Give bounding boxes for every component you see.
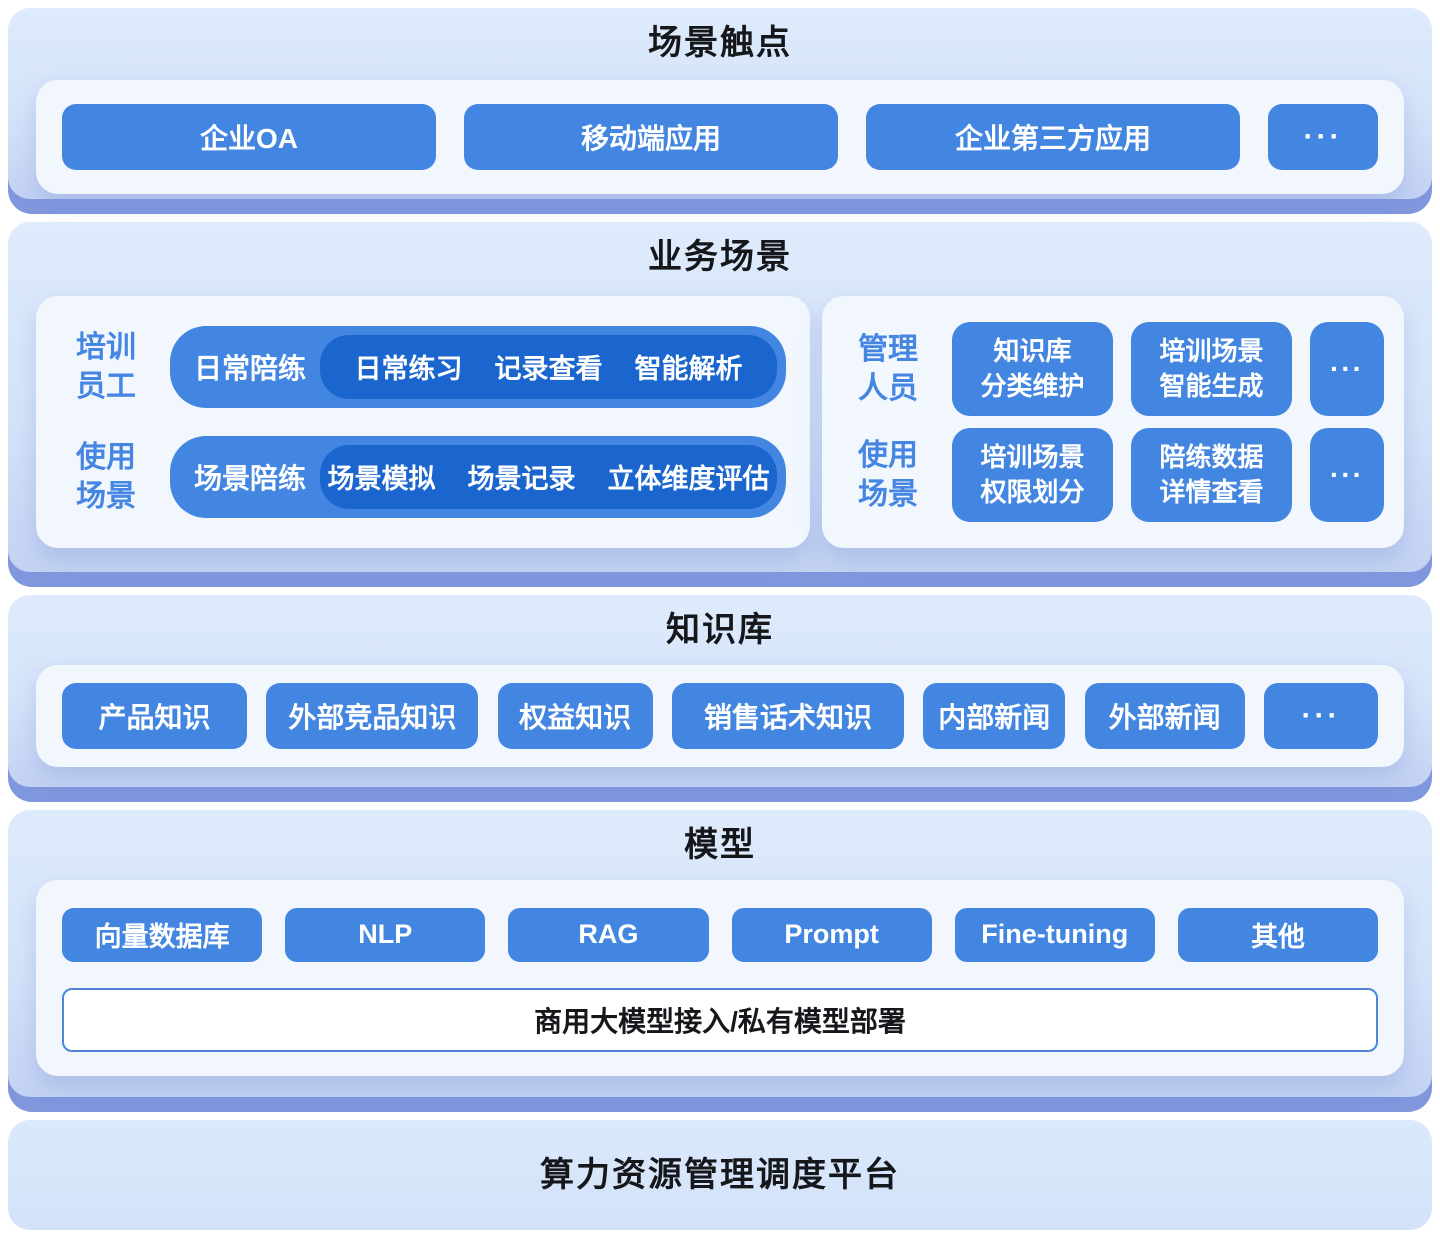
chip-benefits-knowledge: 权益知识 (497, 682, 653, 749)
chip-training-data-detail: 陪练数据 详情查看 (1131, 427, 1292, 522)
manager-scenarios-panel: 管理 人员 知识库 分类维护 培训场景 智能生成 ··· 使用 (822, 295, 1404, 548)
chip-competitor-knowledge: 外部竞品知识 (266, 682, 479, 749)
layer-title: 模型 (684, 826, 756, 864)
chip-sales-script-knowledge: 销售话术知识 (671, 682, 904, 749)
chip-fine-tuning: Fine-tuning (954, 907, 1155, 962)
pill-item: 记录查看 (494, 354, 603, 385)
chip-rag: RAG (508, 907, 709, 962)
chip-enterprise-oa: 企业OA (62, 103, 436, 170)
manager-usage-row: 使用 场景 培训场景 权限划分 陪练数据 详情查看 ··· (842, 427, 1384, 522)
layer-model: 模型 向量数据库 NLP RAG Prompt Fine-tuning 其他 商… (8, 810, 1432, 1112)
pill-item: 日常练习 (354, 354, 463, 385)
chip-scenario-permissions: 培训场景 权限划分 (952, 427, 1113, 522)
chip-vector-database: 向量数据库 (62, 907, 263, 962)
ellipsis-icon: ··· (1310, 427, 1384, 522)
daily-training-pill: 日常陪练 日常练习 记录查看 智能解析 (170, 325, 786, 408)
scenario-training-row: 使用 场景 场景陪练 场景模拟 场景记录 立体维度评估 (60, 435, 786, 518)
chip-nlp: NLP (285, 907, 486, 962)
employee-scenarios-panel: 培训 员工 日常陪练 日常练习 记录查看 智能解析 使用 (36, 295, 810, 548)
scenario-training-items: 场景模拟 场景记录 立体维度评估 (320, 444, 777, 509)
chip-knowledge-maintenance: 知识库 分类维护 (952, 321, 1113, 416)
layer-title: 知识库 (666, 611, 774, 649)
chip-third-party-app: 企业第三方应用 (866, 103, 1240, 170)
layer-scene-touchpoints: 场景触点 企业OA 移动端应用 企业第三方应用 ··· (8, 8, 1432, 214)
daily-training-items: 日常练习 记录查看 智能解析 (320, 334, 777, 399)
chip-prompt: Prompt (731, 907, 932, 962)
row-label: 使用 场景 (858, 438, 918, 511)
chip-other: 其他 (1177, 907, 1379, 962)
pill-item: 智能解析 (634, 354, 743, 385)
pill-label: 日常陪练 (194, 352, 307, 384)
manager-row: 管理 人员 知识库 分类维护 培训场景 智能生成 ··· (842, 321, 1384, 416)
ellipsis-icon: ··· (1268, 103, 1378, 170)
model-access-bar: 商用大模型接入/私有模型部署 (62, 987, 1378, 1052)
chip-internal-news: 内部新闻 (923, 682, 1066, 749)
layer-knowledge-base: 知识库 产品知识 外部竞品知识 权益知识 销售话术知识 内部新闻 外部新闻 ··… (8, 595, 1432, 802)
layer-business-scenarios: 业务场景 培训 员工 日常陪练 日常练习 记录查看 智能解析 (8, 222, 1432, 587)
chip-external-news: 外部新闻 (1084, 682, 1245, 749)
touchpoints-panel: 企业OA 移动端应用 企业第三方应用 ··· (36, 79, 1404, 194)
row-label: 使用 场景 (76, 440, 136, 513)
chip-mobile-app: 移动端应用 (464, 103, 838, 170)
knowledge-panel: 产品知识 外部竞品知识 权益知识 销售话术知识 内部新闻 外部新闻 ··· (36, 664, 1404, 767)
model-panel: 向量数据库 NLP RAG Prompt Fine-tuning 其他 商用大模… (36, 879, 1404, 1076)
layer-title: 算力资源管理调度平台 (540, 1155, 900, 1194)
layer-computing-platform: 算力资源管理调度平台 (8, 1120, 1432, 1230)
ellipsis-icon: ··· (1310, 321, 1384, 416)
ellipsis-icon: ··· (1263, 682, 1378, 749)
pill-item: 立体维度评估 (607, 464, 770, 495)
pill-item: 场景记录 (467, 464, 576, 495)
scenario-training-pill: 场景陪练 场景模拟 场景记录 立体维度评估 (170, 435, 786, 518)
pill-label: 场景陪练 (194, 462, 307, 494)
pill-item: 场景模拟 (327, 464, 436, 495)
chip-scenario-generation: 培训场景 智能生成 (1131, 321, 1292, 416)
row-label: 培训 员工 (76, 330, 136, 403)
layer-title: 业务场景 (648, 238, 792, 276)
layer-title: 场景触点 (648, 24, 792, 62)
chip-product-knowledge: 产品知识 (62, 682, 247, 749)
row-label: 管理 人员 (858, 332, 918, 405)
daily-training-row: 培训 员工 日常陪练 日常练习 记录查看 智能解析 (60, 325, 786, 408)
